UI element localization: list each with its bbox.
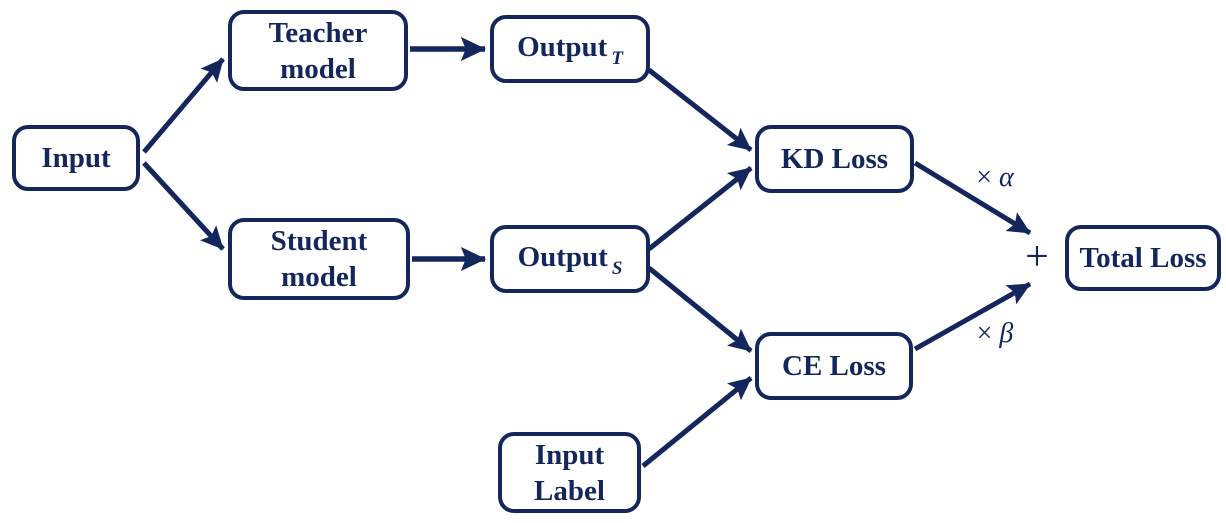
teacher-model-label-line1: Teacher xyxy=(268,16,368,49)
ce-loss-label: CE Loss xyxy=(782,350,886,382)
plus-operator: + xyxy=(1025,234,1049,280)
beta-symbol: β xyxy=(999,318,1014,349)
arrow-output-s-to-ce-loss xyxy=(647,266,753,353)
kd-loss-node: KD Loss xyxy=(755,125,914,193)
input-label-line1: Input xyxy=(534,438,605,471)
output-student-label: Output xyxy=(517,241,608,273)
arrow-output-t-to-kd-loss xyxy=(647,68,753,152)
kd-loss-label: KD Loss xyxy=(780,143,889,175)
ce-weight-label: × β xyxy=(960,317,1030,351)
arrow-input-label-to-ce-loss xyxy=(641,376,753,468)
input-node-label: Input xyxy=(41,142,111,174)
alpha-symbol: α xyxy=(999,162,1014,193)
output-teacher-label: Output xyxy=(517,31,608,63)
teacher-model-node: Teacher model xyxy=(228,10,408,91)
teacher-model-label-line2: model xyxy=(280,52,356,85)
input-label-node: Input Label xyxy=(498,432,641,513)
output-student-node: Output S xyxy=(490,225,650,293)
student-model-label-line1: Student xyxy=(270,225,368,257)
total-loss-label: Total Loss xyxy=(1079,242,1207,274)
input-label-line2: Label xyxy=(534,474,605,507)
output-teacher-node: Output T xyxy=(490,15,650,83)
student-model-node: Student model xyxy=(228,218,410,300)
total-loss-node: Total Loss xyxy=(1065,225,1221,291)
arrow-output-s-to-kd-loss xyxy=(647,166,753,251)
arrow-input-to-student-model xyxy=(142,161,225,251)
multiply-sign: × xyxy=(976,162,993,193)
input-node: Input xyxy=(12,125,140,191)
student-model-label-line2: model xyxy=(281,261,357,293)
arrow-input-to-teacher-model xyxy=(142,57,225,154)
ce-loss-node: CE Loss xyxy=(755,332,913,400)
multiply-sign: × xyxy=(976,318,993,349)
output-teacher-subscript: T xyxy=(611,48,623,69)
output-student-subscript: S xyxy=(611,258,623,279)
kd-weight-label: × α xyxy=(960,161,1030,195)
